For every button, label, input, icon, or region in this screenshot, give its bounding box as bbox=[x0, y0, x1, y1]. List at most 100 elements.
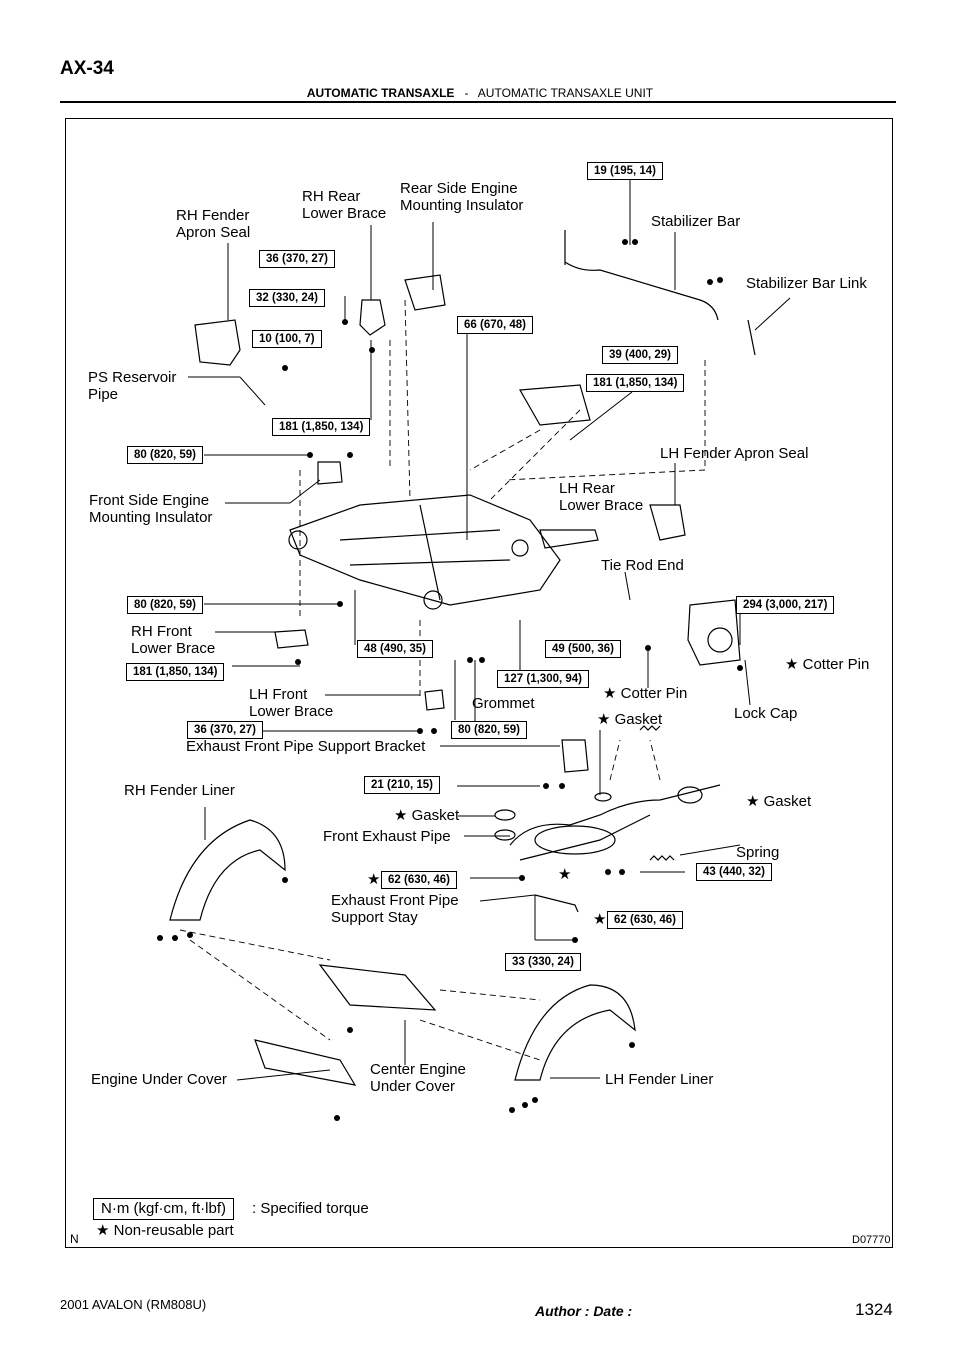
label-cotter-pin-right: ★ Cotter Pin bbox=[785, 656, 870, 673]
torque-unit-legend: N·m (kgf·cm, ft·lbf) bbox=[93, 1198, 234, 1220]
guide-line bbox=[189, 939, 331, 1041]
leader-line bbox=[744, 659, 751, 706]
bolt bbox=[572, 937, 578, 943]
bolt bbox=[522, 1102, 528, 1108]
label-star-a: ★ bbox=[367, 871, 381, 888]
rh-rear-brace bbox=[359, 299, 386, 336]
bolt bbox=[157, 935, 163, 941]
gasket-ring bbox=[677, 786, 703, 804]
label-line: LH Front bbox=[249, 686, 308, 703]
torque-box: 62 (630, 46) bbox=[607, 911, 684, 929]
bolt bbox=[417, 728, 423, 734]
front-exhaust-pipe bbox=[509, 784, 721, 861]
bolt bbox=[187, 932, 193, 938]
leader-line bbox=[239, 376, 266, 406]
label-rear-side-engine-insulator: Rear Side Engine Mounting Insulator bbox=[400, 180, 523, 214]
label-line: RH Front bbox=[131, 623, 192, 640]
torque-box: 36 (370, 27) bbox=[187, 721, 264, 739]
label-front-exhaust-pipe: Front Exhaust Pipe bbox=[323, 828, 451, 845]
gasket-ring bbox=[494, 809, 516, 821]
label-spring: Spring bbox=[736, 844, 780, 861]
torque-box: 66 (670, 48) bbox=[457, 316, 534, 334]
label-line: Lower Brace bbox=[249, 703, 334, 720]
spring bbox=[649, 855, 675, 861]
label-star-b: ★ bbox=[558, 866, 572, 883]
label-exhaust-bracket: Exhaust Front Pipe Support Bracket bbox=[186, 738, 426, 755]
label-line: Rear Side Engine bbox=[400, 180, 518, 197]
hub bbox=[707, 627, 733, 653]
label-line: Under Cover bbox=[370, 1078, 456, 1095]
torque-box: 49 (500, 36) bbox=[545, 640, 622, 658]
label-ps-reservoir-pipe: PS Reservoir Pipe bbox=[88, 369, 176, 403]
bolt bbox=[295, 659, 301, 665]
label-line: RH Rear bbox=[302, 188, 361, 205]
guide-line bbox=[439, 989, 541, 1001]
front-insulator bbox=[317, 461, 343, 485]
bolt bbox=[347, 1027, 353, 1033]
guide-line bbox=[179, 929, 331, 961]
label-gasket-right: ★ Gasket bbox=[746, 793, 812, 810]
torque-box: 19 (195, 14) bbox=[587, 162, 664, 180]
torque-box: 39 (400, 29) bbox=[602, 346, 679, 364]
rh-front-brace bbox=[274, 629, 309, 649]
guide-line bbox=[649, 739, 661, 781]
footer-model: 2001 AVALON (RM808U) bbox=[60, 1297, 207, 1312]
bolt bbox=[622, 239, 628, 245]
torque-box: 294 (3,000, 217) bbox=[736, 596, 835, 614]
suspension-member bbox=[289, 494, 561, 606]
bolt bbox=[629, 1042, 635, 1048]
rear-insulator bbox=[404, 274, 446, 311]
label-line: Pipe bbox=[88, 386, 119, 403]
label-rh-fender-liner: RH Fender Liner bbox=[124, 782, 235, 799]
support-stay bbox=[534, 894, 579, 913]
bolt bbox=[619, 869, 625, 875]
lh-rear-brace bbox=[539, 529, 599, 549]
header-rule bbox=[60, 101, 896, 103]
bolt bbox=[347, 452, 353, 458]
label-cotter-pin-mid: ★ Cotter Pin bbox=[603, 685, 688, 702]
bolt bbox=[467, 657, 473, 663]
label-line: Apron Seal bbox=[176, 224, 251, 241]
member-bushing bbox=[511, 539, 529, 557]
page-code: AX-34 bbox=[60, 58, 114, 79]
stabilizer-bar bbox=[564, 261, 719, 321]
lh-apron-seal bbox=[649, 504, 686, 541]
label-line: Center Engine bbox=[370, 1061, 466, 1078]
exhaust-bracket bbox=[561, 739, 589, 773]
engine-under-cover bbox=[254, 1039, 357, 1086]
bolt bbox=[282, 877, 288, 883]
label-line: Mounting Insulator bbox=[400, 197, 524, 214]
bolt bbox=[737, 665, 743, 671]
label-line: Front Side Engine bbox=[89, 492, 210, 509]
bolt bbox=[532, 1097, 538, 1103]
bolt bbox=[632, 239, 638, 245]
torque-box: 181 (1,850, 134) bbox=[272, 418, 371, 436]
n-mark: N bbox=[70, 1232, 79, 1246]
torque-box: 181 (1,850, 134) bbox=[586, 374, 685, 392]
torque-box: 181 (1,850, 134) bbox=[126, 663, 225, 681]
label-rh-fender-apron-seal: RH Fender Apron Seal bbox=[176, 207, 250, 241]
torque-box: 80 (820, 59) bbox=[451, 721, 528, 739]
bolt bbox=[519, 875, 525, 881]
leader-line bbox=[679, 844, 741, 856]
lh-front-brace bbox=[424, 689, 445, 711]
torque-box: 10 (100, 7) bbox=[252, 330, 322, 348]
guide-line bbox=[609, 739, 621, 781]
torque-box: 127 (1,300, 94) bbox=[497, 670, 590, 688]
torque-box: 36 (370, 27) bbox=[259, 250, 336, 268]
leader-line bbox=[569, 391, 633, 441]
bolt bbox=[369, 347, 375, 353]
guide-line bbox=[404, 299, 411, 501]
label-gasket-top: ★ Gasket bbox=[597, 711, 663, 728]
label-line: PS Reservoir bbox=[88, 369, 177, 386]
torque-unit-legend-text: : Specified torque bbox=[252, 1200, 369, 1217]
torque-box: 62 (630, 46) bbox=[381, 871, 458, 889]
label-line: Support Stay bbox=[331, 909, 418, 926]
label-grommet: Grommet bbox=[472, 695, 535, 712]
gasket-ring bbox=[494, 829, 516, 841]
label-lock-cap: Lock Cap bbox=[734, 705, 798, 722]
label-gasket-left: ★ Gasket bbox=[394, 807, 460, 824]
bolt bbox=[431, 728, 437, 734]
nonreusable-legend: ★ Non-reusable part bbox=[96, 1222, 234, 1239]
guide-line bbox=[469, 429, 541, 471]
